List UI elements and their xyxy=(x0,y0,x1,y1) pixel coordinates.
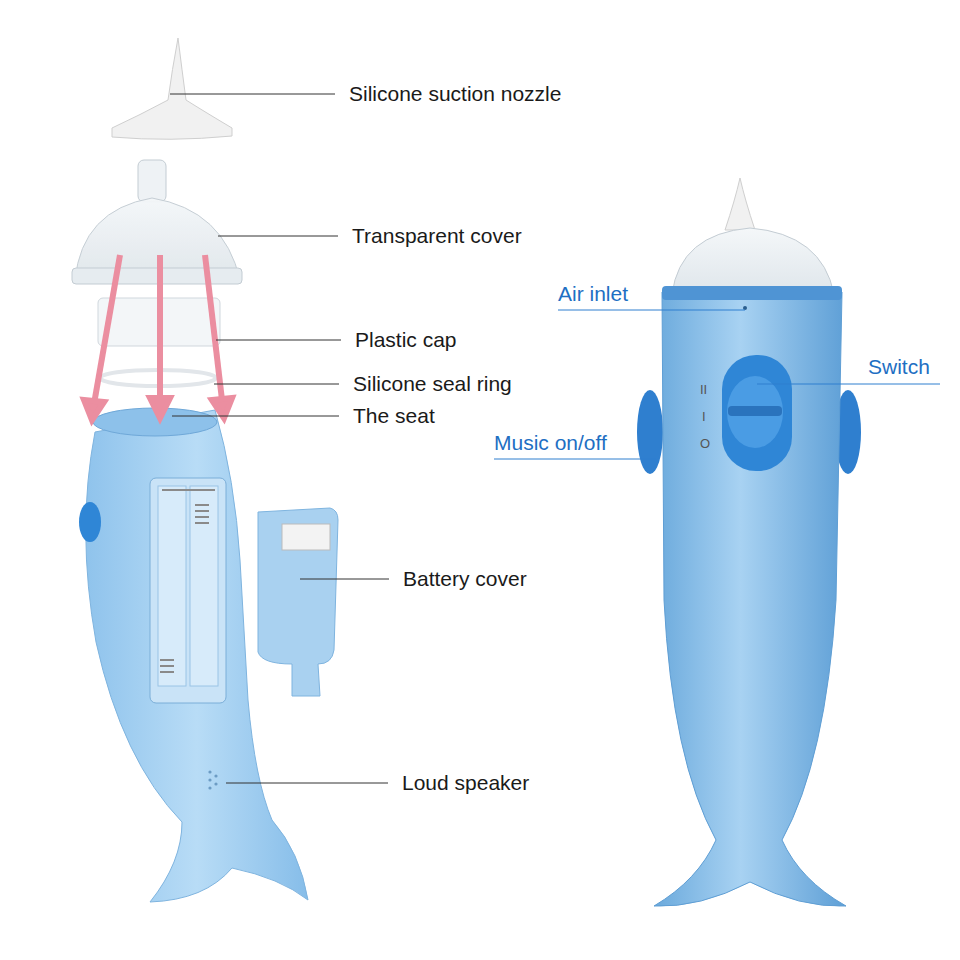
part-label: Silicone suction nozzle xyxy=(349,82,561,106)
cover-neck xyxy=(138,160,166,202)
part-label: Plastic cap xyxy=(355,328,457,352)
leader-lines xyxy=(170,94,389,783)
collar-band xyxy=(662,286,842,300)
part-label: The seat xyxy=(353,404,435,428)
side-fin xyxy=(637,390,663,474)
battery-slot xyxy=(158,486,186,686)
assembly-arrows xyxy=(84,255,232,420)
part-label: Battery cover xyxy=(403,567,527,591)
part-label: Silicone seal ring xyxy=(353,372,512,396)
switch-housing xyxy=(722,355,792,471)
air-inlet-hole xyxy=(743,306,747,310)
switch-knob xyxy=(727,376,783,448)
battery-springs xyxy=(160,490,215,672)
nozzle-assembled xyxy=(725,178,755,230)
part-label: II xyxy=(700,383,707,398)
part-label: Air inlet xyxy=(558,282,628,306)
part-label: Switch xyxy=(868,355,930,379)
leader-lines xyxy=(494,310,940,459)
part-label: Music on/off xyxy=(494,431,607,455)
side-button xyxy=(79,502,101,542)
dome-assembled xyxy=(672,228,834,294)
part-label: I xyxy=(702,410,706,425)
nozzle-shape xyxy=(112,38,232,139)
part-label: Transparent cover xyxy=(352,224,522,248)
speaker-holes xyxy=(208,770,217,789)
part-label: Loud speaker xyxy=(402,771,529,795)
part-label: O xyxy=(700,437,710,452)
battery-cover-shape xyxy=(258,508,338,696)
switch-bar xyxy=(728,406,782,416)
battery-sticker xyxy=(282,524,330,550)
battery-compartment xyxy=(150,478,226,703)
